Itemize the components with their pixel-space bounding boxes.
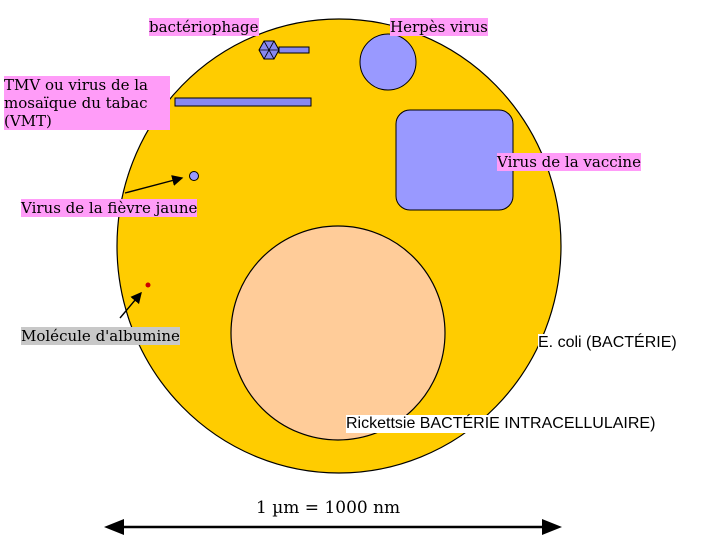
bacteriophage-shape	[258, 40, 310, 60]
yellow-fever-virus-shape	[189, 171, 199, 181]
herpes-virus-label: Herpès virus	[390, 18, 488, 36]
scale-bar	[104, 519, 562, 535]
scale-label: 1 µm = 1000 nm	[256, 498, 401, 518]
bacteriophage-label: bactériophage	[149, 18, 259, 36]
tmv-label: TMV ou virus de la mosaïque du tabac (VM…	[4, 76, 170, 130]
vaccinia-virus-label: Virus de la vaccine	[497, 153, 641, 171]
rickettsia-label: Rickettsie BACTÉRIE INTRACELLULAIRE)	[346, 415, 656, 433]
albumin-molecule-shape	[145, 282, 151, 288]
albumin-label: Molécule d'albumine	[21, 327, 180, 345]
yellow-fever-arrow	[124, 175, 184, 194]
herpes-virus-shape	[359, 33, 417, 91]
vaccinia-virus-shape	[395, 109, 514, 211]
yellow-fever-label: Virus de la fièvre jaune	[21, 199, 198, 217]
albumin-arrow	[119, 291, 142, 319]
tmv-rod-shape	[174, 97, 312, 107]
rickettsia-cell	[230, 225, 446, 441]
ecoli-label: E. coli (BACTÉRIE)	[538, 334, 677, 352]
